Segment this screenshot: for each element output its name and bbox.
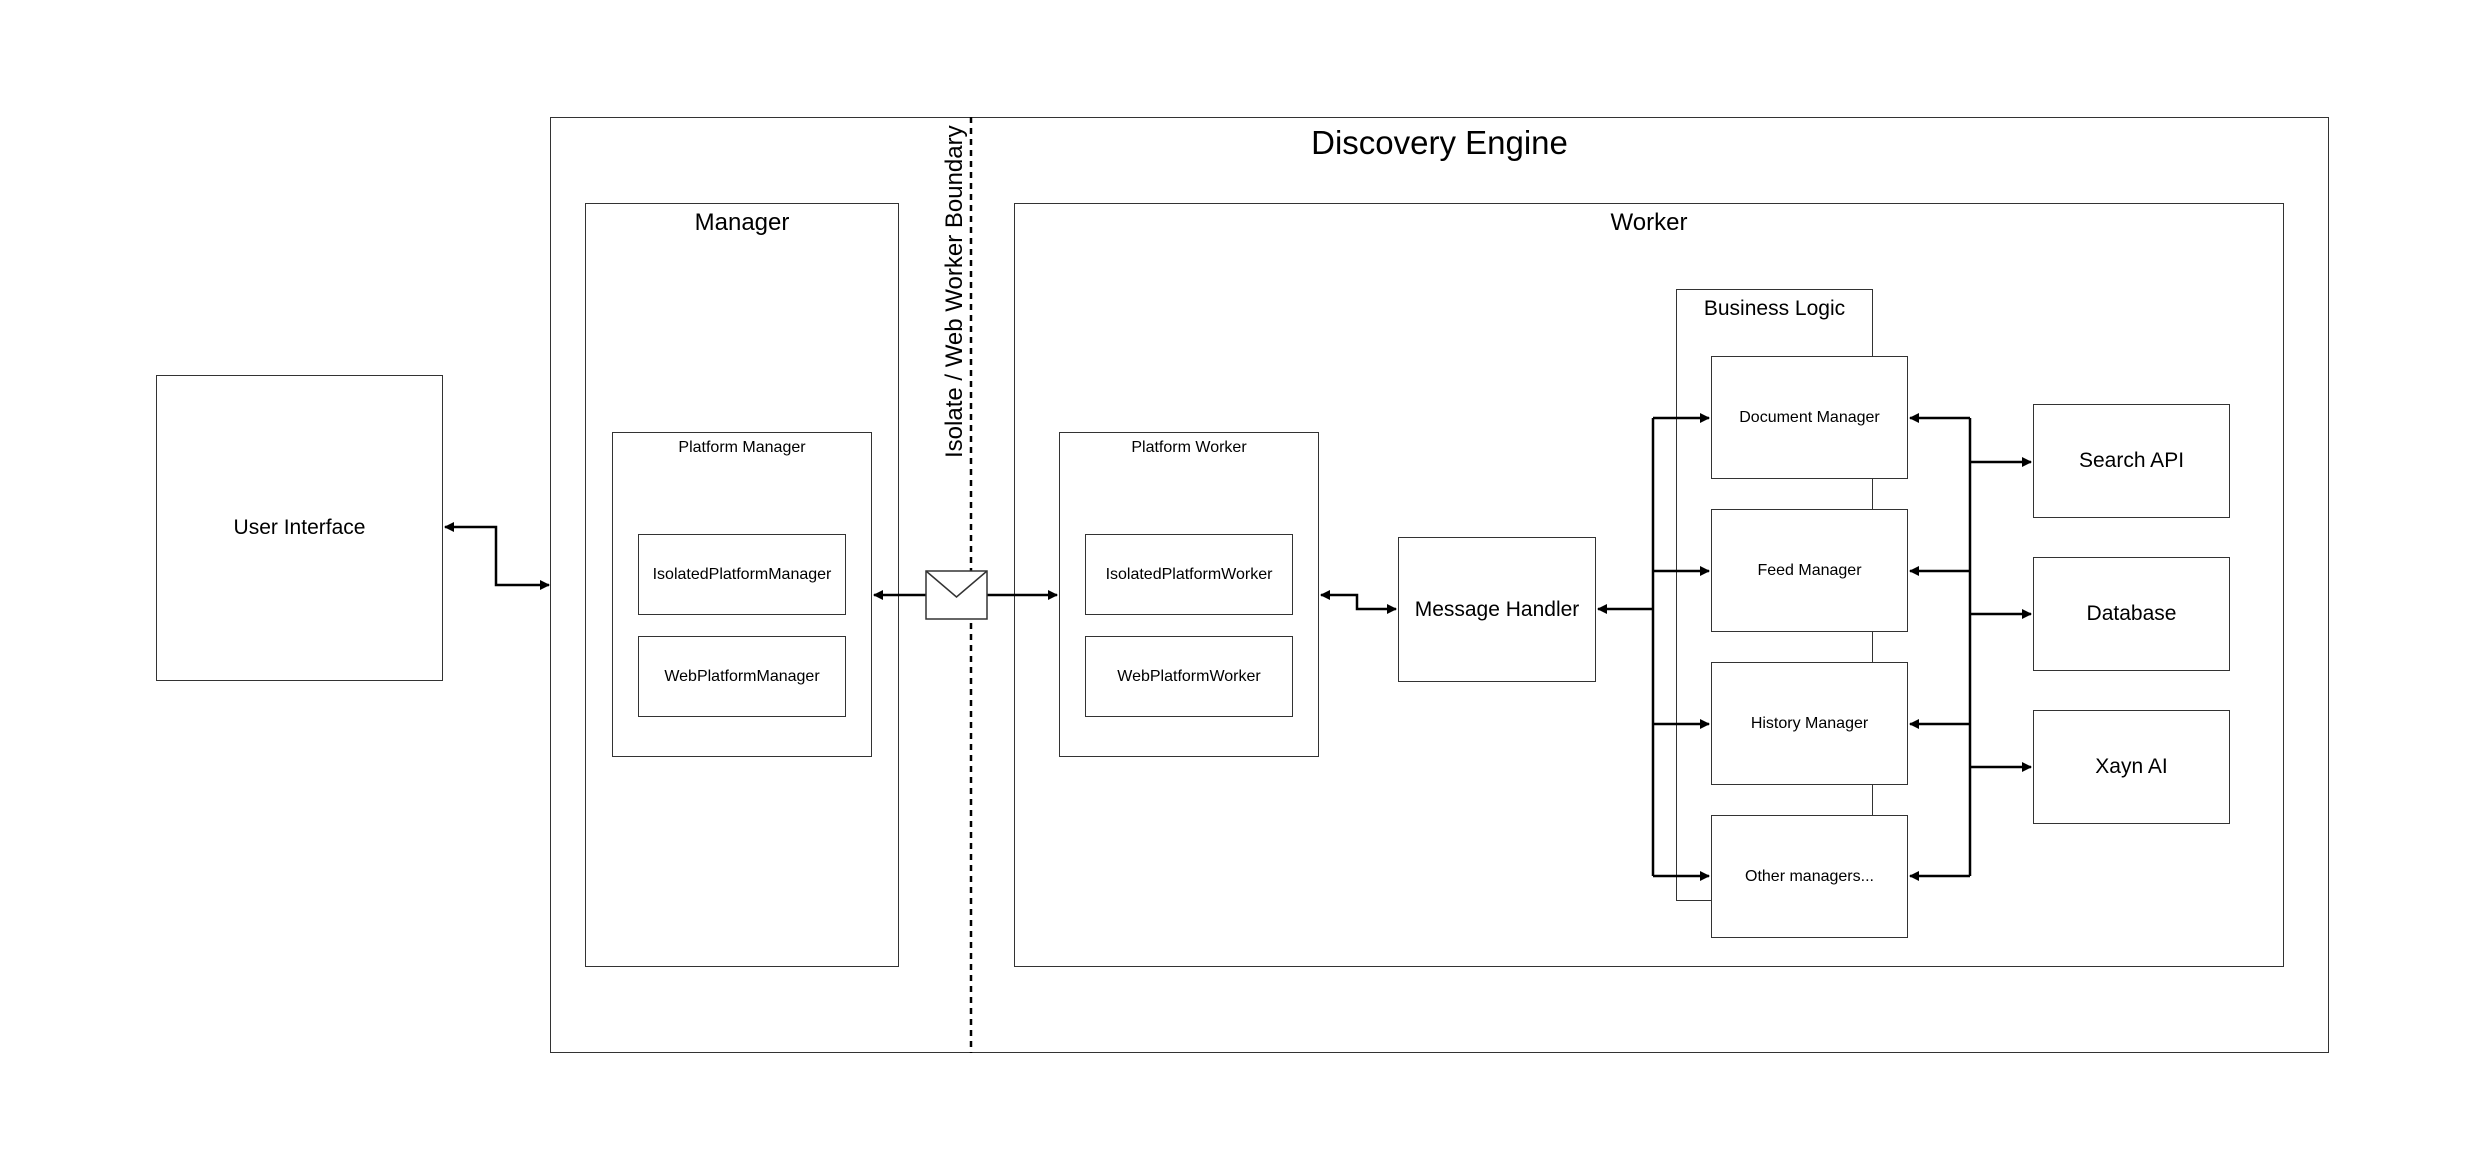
search-api-label: Search API [2078, 449, 2185, 472]
database-label: Database [2086, 602, 2177, 625]
web-platform-worker-box: WebPlatformWorker [1085, 636, 1293, 717]
isolated-platform-worker-box: IsolatedPlatformWorker [1085, 534, 1293, 615]
platform-manager-title: Platform Manager [678, 439, 806, 456]
isolated-platform-manager-label: IsolatedPlatformManager [652, 565, 832, 583]
feed-manager-label: Feed Manager [1757, 561, 1862, 579]
other-managers-label: Other managers... [1745, 867, 1874, 885]
feed-manager-box: Feed Manager [1711, 509, 1908, 632]
web-platform-manager-box: WebPlatformManager [638, 636, 846, 717]
message-handler-box: Message Handler [1398, 537, 1596, 682]
worker-handler-connector [1320, 590, 1397, 614]
database-box: Database [2033, 557, 2230, 671]
document-manager-label: Document Manager [1739, 408, 1880, 426]
history-manager-label: History Manager [1750, 714, 1869, 732]
web-platform-manager-label: WebPlatformManager [664, 667, 820, 685]
manager-title: Manager [694, 209, 790, 236]
envelope-icon [925, 570, 988, 620]
isolated-platform-worker-label: IsolatedPlatformWorker [1105, 565, 1273, 583]
other-managers-box: Other managers... [1711, 815, 1908, 938]
search-api-box: Search API [2033, 404, 2230, 518]
ui-engine-connector [444, 522, 550, 590]
business-logic-title: Business Logic [1703, 297, 1846, 320]
discovery-engine-title: Discovery Engine [1311, 124, 1568, 161]
history-manager-box: History Manager [1711, 662, 1908, 785]
message-handler-label: Message Handler [1414, 597, 1580, 621]
platform-worker-title: Platform Worker [1131, 439, 1247, 456]
user-interface-box: User Interface [156, 375, 443, 681]
xayn-ai-label: Xayn AI [2095, 755, 2168, 778]
xayn-ai-box: Xayn AI [2033, 710, 2230, 824]
worker-title: Worker [1610, 209, 1688, 236]
user-interface-label: User Interface [233, 516, 366, 539]
boundary-label: Isolate / Web Worker Boundary [941, 125, 969, 458]
isolated-platform-manager-box: IsolatedPlatformManager [638, 534, 846, 615]
document-manager-box: Document Manager [1711, 356, 1908, 479]
web-platform-worker-label: WebPlatformWorker [1117, 667, 1261, 685]
